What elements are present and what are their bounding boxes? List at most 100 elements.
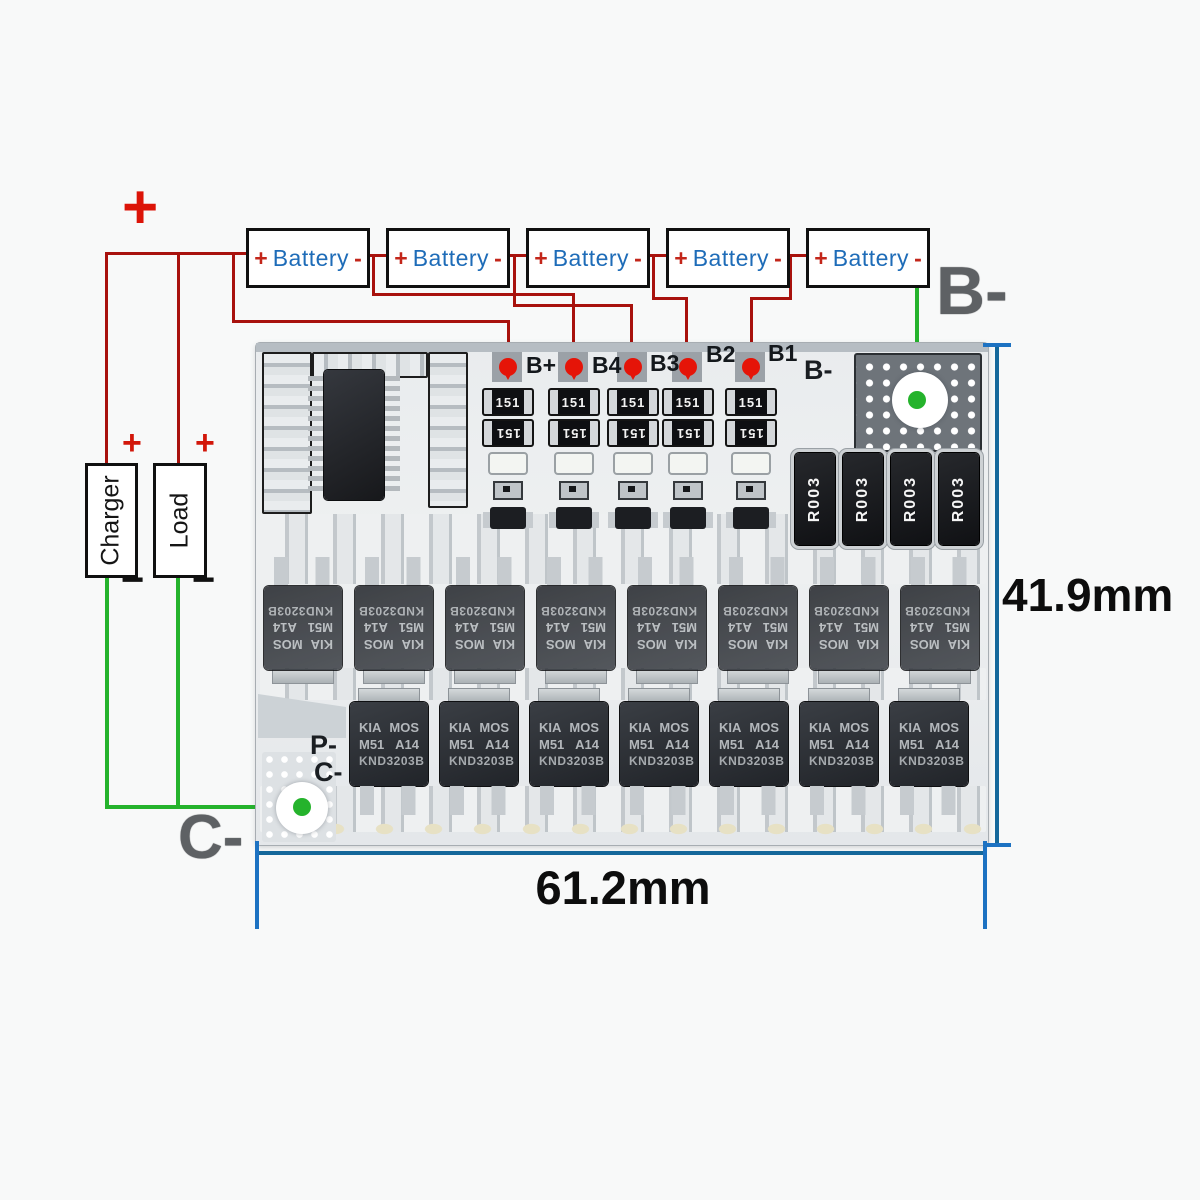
resistor-151: 151: [662, 388, 714, 416]
mosfet-tab: [539, 689, 599, 702]
mosfet-legs: [710, 786, 788, 815]
wire-arrow-b1: [742, 358, 760, 380]
solder-blob-row: [262, 816, 984, 842]
resistor-151: 151: [607, 419, 659, 447]
green-wire-segment: [915, 253, 919, 398]
mosfet-tab: [910, 670, 970, 683]
load-label: Load: [165, 492, 194, 549]
mosfet-tab: [899, 689, 959, 702]
dimension-cap: [983, 843, 1011, 847]
silkscreen-c-minus: C-: [314, 757, 343, 787]
height-dimension-line: [995, 345, 999, 845]
height-dimension-value: 41.9mm: [1002, 569, 1174, 621]
mosfet-tab: [728, 670, 788, 683]
battery-minus: -: [914, 244, 922, 271]
width-dimension-line: [257, 851, 986, 855]
led-component: [668, 452, 708, 475]
wire-segment: [177, 252, 180, 463]
battery-plus: +: [394, 244, 408, 271]
green-wire-segment: [105, 568, 109, 808]
load-minus-label: −: [192, 558, 216, 602]
wire-segment: [232, 320, 510, 323]
wire-arrow-b-plus: [499, 358, 517, 380]
battery-box-5: +Battery-: [806, 228, 930, 288]
load-box: Load: [153, 463, 207, 578]
led-component: [488, 452, 528, 475]
battery-minus: -: [494, 244, 502, 271]
mosfet-legs: [620, 786, 698, 815]
resistor-151: 151: [725, 419, 777, 447]
wire-segment: [750, 297, 792, 300]
mosfet-tab: [637, 670, 697, 683]
resistor-151: 151: [482, 419, 534, 447]
mosfet-legs: [800, 786, 878, 815]
wire-segment: [513, 254, 516, 307]
battery-plus: +: [254, 244, 268, 271]
battery-label: Battery: [552, 244, 630, 271]
mosfet-tab: [819, 670, 879, 683]
pad-label-b1: B1: [768, 340, 798, 366]
b-minus-connection-dot: [908, 391, 926, 409]
battery-box-1: +Battery-: [246, 228, 370, 288]
shunt-resistor-r003: R003: [939, 453, 979, 545]
wire-segment: [513, 304, 633, 307]
mosfet-tab: [546, 670, 606, 683]
bms-control-ic: [324, 370, 384, 500]
wire-segment: [630, 304, 633, 362]
ic-pins-left: [308, 376, 325, 494]
mosfet-tab: [359, 689, 419, 702]
silkscreen-b-minus: B-: [804, 355, 833, 385]
charger-label: Charger: [97, 475, 126, 566]
resistor-151: 151: [662, 419, 714, 447]
mosfet-legs: [530, 786, 608, 815]
mosfet-legs: [719, 557, 797, 586]
pad-label-b4: B4: [592, 352, 622, 378]
mosfet-tab: [809, 689, 869, 702]
mosfet-legs: [890, 786, 968, 815]
battery-plus: +: [534, 244, 548, 271]
pad-label-b-plus: B+: [526, 352, 557, 378]
dimension-cap: [255, 841, 259, 929]
ic-pins-right: [383, 376, 400, 494]
pack-positive-label: +: [122, 173, 159, 242]
sot23-transistor: [615, 507, 651, 529]
dimension-cap: [983, 343, 1011, 347]
wire-segment: [652, 297, 688, 300]
shunt-resistor-r003: R003: [843, 453, 883, 545]
wire-segment: [685, 297, 688, 362]
mosfet-legs: [901, 557, 979, 586]
green-wire-segment: [176, 568, 180, 808]
shunt-resistor-r003: R003: [891, 453, 931, 545]
balance-circuit-column: 151 151: [662, 388, 714, 529]
resistor-151: 151: [548, 419, 600, 447]
balance-circuit-column: 151 151: [482, 388, 534, 529]
mosfet-tab: [273, 670, 333, 683]
battery-minus: -: [774, 244, 782, 271]
smd-component-column: [262, 352, 312, 514]
wire-segment: [644, 254, 666, 257]
sot23-transistor: [556, 507, 592, 529]
led-component: [731, 452, 771, 475]
mosfet-tab: [455, 670, 515, 683]
smd-chip: [618, 481, 648, 500]
resistor-151: 151: [482, 388, 534, 416]
wire-arrow-b4: [565, 358, 583, 380]
